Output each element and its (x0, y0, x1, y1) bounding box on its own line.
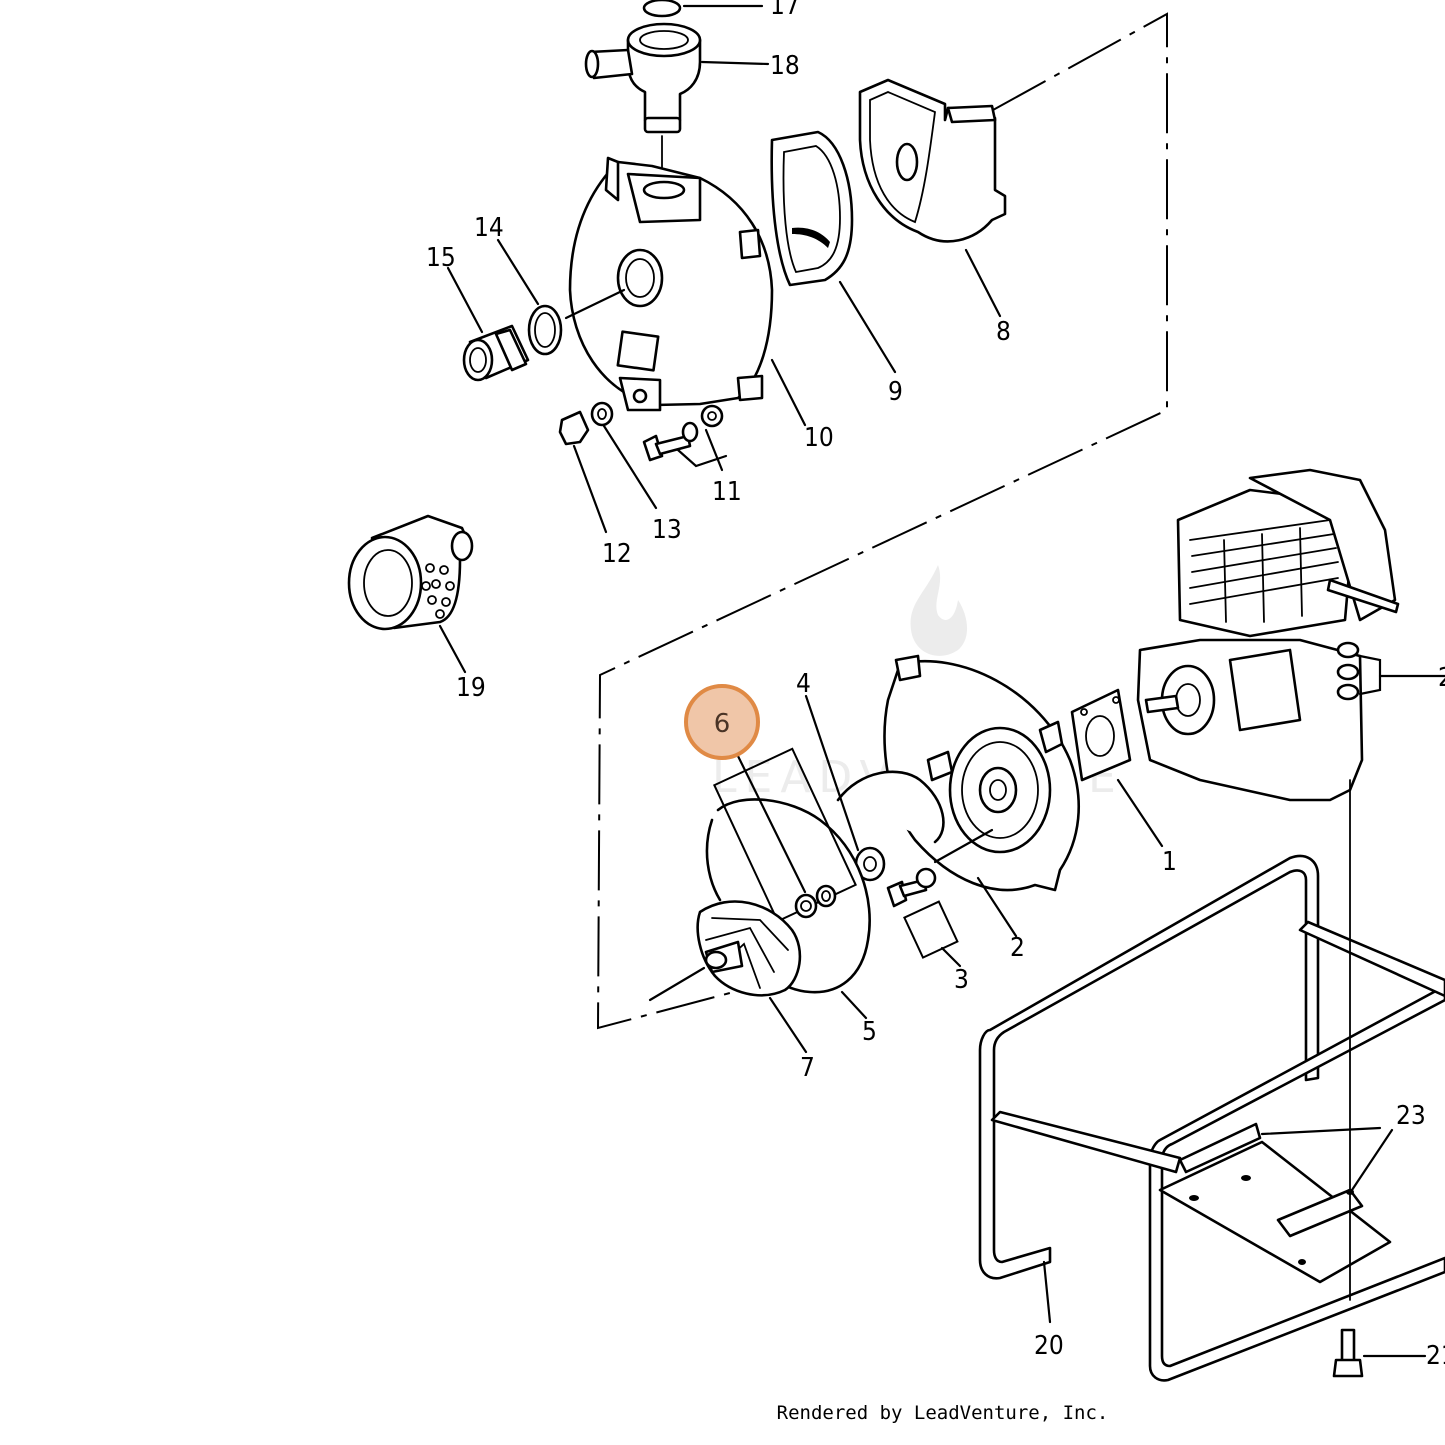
label-8[interactable]: 8 (996, 317, 1011, 347)
part-23-mount-plates[interactable] (1260, 779, 1394, 1301)
part-number-labels: 17 18 8 9 10 14 15 11 13 12 19 4 1 2 3 5… (426, 0, 1445, 1371)
flame-watermark-icon (910, 565, 968, 656)
label-15[interactable]: 15 (426, 243, 456, 273)
label-22[interactable]: 22 (1438, 663, 1445, 693)
engine[interactable] (1136, 468, 1445, 802)
part-21-frame-bolt[interactable] (1332, 1328, 1427, 1378)
part-13-washer[interactable] (590, 401, 658, 510)
label-1[interactable]: 1 (1162, 847, 1177, 877)
part-3-bolt-set[interactable] (886, 867, 962, 968)
part-12-drain-plug[interactable] (558, 410, 608, 534)
part-6-impeller-nut-set[interactable] (713, 747, 857, 923)
label-12[interactable]: 12 (602, 539, 632, 569)
part-10-pump-casing[interactable] (568, 156, 807, 427)
label-23[interactable]: 23 (1396, 1101, 1426, 1131)
highlighted-callout-6[interactable]: 6 (684, 684, 760, 760)
part-15-hose-fitting[interactable] (446, 266, 530, 382)
render-credit-text: Rendered by LeadVenture, Inc. (776, 1402, 1109, 1424)
part-4-mechanical-seal[interactable] (804, 694, 945, 882)
label-14[interactable]: 14 (474, 213, 504, 243)
render-credit: Rendered by LeadVenture, Inc. (0, 1402, 1445, 1424)
assembly-boundary (596, 12, 1168, 1030)
part-11-bolt-set[interactable] (642, 404, 728, 472)
label-17[interactable]: 17 (770, 0, 800, 21)
label-7[interactable]: 7 (800, 1053, 815, 1083)
label-18[interactable]: 18 (770, 51, 800, 81)
label-10[interactable]: 10 (804, 423, 834, 453)
label-21[interactable]: 21 (1426, 1341, 1445, 1371)
part-20-frame[interactable] (978, 854, 1445, 1382)
label-5[interactable]: 5 (862, 1017, 877, 1047)
part-9-casing-gasket[interactable] (770, 130, 897, 374)
part-8-shroud[interactable] (858, 78, 1007, 318)
label-3[interactable]: 3 (954, 965, 969, 995)
part-17-plug[interactable] (642, 0, 764, 18)
label-2[interactable]: 2 (1010, 933, 1025, 963)
label-6: 6 (714, 709, 731, 739)
part-18-elbow-fitting[interactable] (584, 22, 770, 169)
label-19[interactable]: 19 (456, 673, 486, 703)
label-9[interactable]: 9 (888, 377, 903, 407)
label-20[interactable]: 20 (1034, 1331, 1064, 1361)
label-4[interactable]: 4 (796, 669, 811, 699)
part-19-strainer[interactable] (347, 514, 474, 674)
part-14-o-ring[interactable] (496, 238, 626, 356)
part-7-impeller[interactable] (648, 900, 808, 1054)
label-13[interactable]: 13 (652, 515, 682, 545)
label-11[interactable]: 11 (712, 477, 742, 507)
part-1-flange-gasket[interactable] (1070, 688, 1164, 848)
